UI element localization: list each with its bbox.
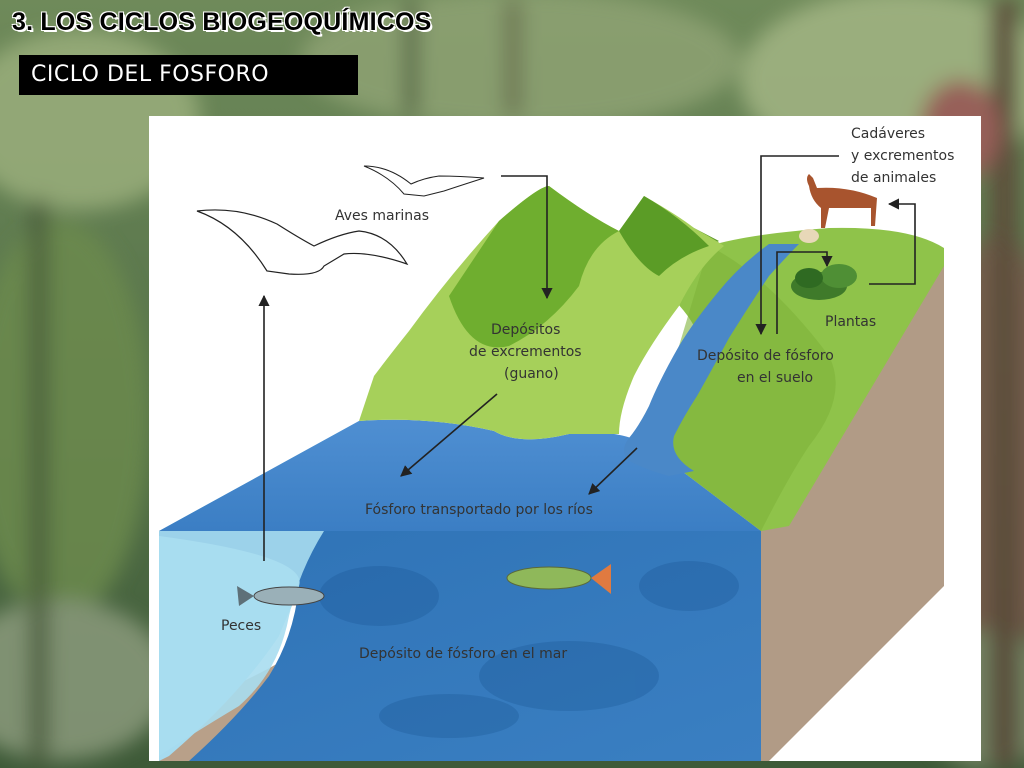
label-plantas: Plantas <box>825 314 876 330</box>
rabbit-illustration <box>799 229 819 243</box>
label-depositos-1: Depósitos <box>491 322 560 338</box>
phosphorus-cycle-diagram: Aves marinas Depósitos de excrementos (g… <box>149 116 981 761</box>
seabird-large <box>196 209 409 275</box>
label-deposito-suelo-1: Depósito de fósforo <box>697 348 834 364</box>
label-fosforo-rios: Fósforo transportado por los ríos <box>365 502 593 518</box>
label-deposito-mar: Depósito de fósforo en el mar <box>359 646 567 662</box>
sea-surface <box>159 419 761 531</box>
label-aves-marinas: Aves marinas <box>335 208 429 224</box>
fish-illustration-2 <box>506 564 611 594</box>
slide-title: 3. LOS CICLOS BIOGEOQUÍMICOS <box>12 8 432 36</box>
label-cadaveres-1: Cadáveres <box>851 126 925 142</box>
label-cadaveres-3: de animales <box>851 170 936 186</box>
plants-illustration <box>791 264 857 300</box>
animal-illustration <box>807 174 877 228</box>
label-cadaveres-2: y excrementos <box>851 148 954 164</box>
label-depositos-2: de excrementos <box>469 344 582 360</box>
label-peces: Peces <box>221 618 261 634</box>
soil-side <box>759 248 944 761</box>
seabird-small <box>363 165 485 197</box>
label-depositos-3: (guano) <box>504 366 559 382</box>
river <box>624 244 799 476</box>
label-deposito-suelo-2: en el suelo <box>737 370 813 386</box>
fish-illustration-1 <box>237 586 325 606</box>
subtitle-box: CICLO DEL FOSFORO <box>19 55 358 95</box>
